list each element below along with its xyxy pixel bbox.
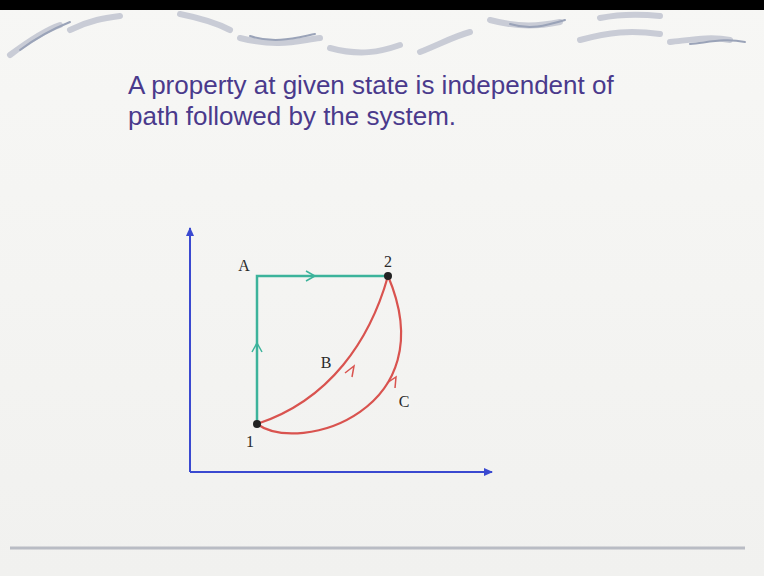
state-label: 2 — [383, 254, 393, 270]
bottom-rule — [10, 547, 745, 550]
wavy-decoration — [20, 20, 745, 50]
path-a — [257, 276, 388, 424]
direction-arrow — [306, 271, 315, 281]
y-axis — [189, 228, 191, 472]
top-band — [0, 0, 764, 10]
wavy-decoration — [10, 14, 730, 55]
state-label: 1 — [245, 434, 255, 450]
direction-arrow — [387, 377, 396, 388]
state-point — [253, 420, 261, 428]
path-label: C — [398, 394, 411, 410]
state-point — [384, 272, 392, 280]
direction-arrow — [345, 366, 354, 377]
path-label: B — [320, 355, 333, 371]
x-axis — [190, 471, 492, 473]
path-c — [257, 276, 401, 433]
direction-arrow — [252, 343, 262, 352]
slide-title: A property at given state is independent… — [128, 70, 668, 132]
path-b — [257, 276, 388, 424]
path-label: A — [237, 258, 251, 274]
